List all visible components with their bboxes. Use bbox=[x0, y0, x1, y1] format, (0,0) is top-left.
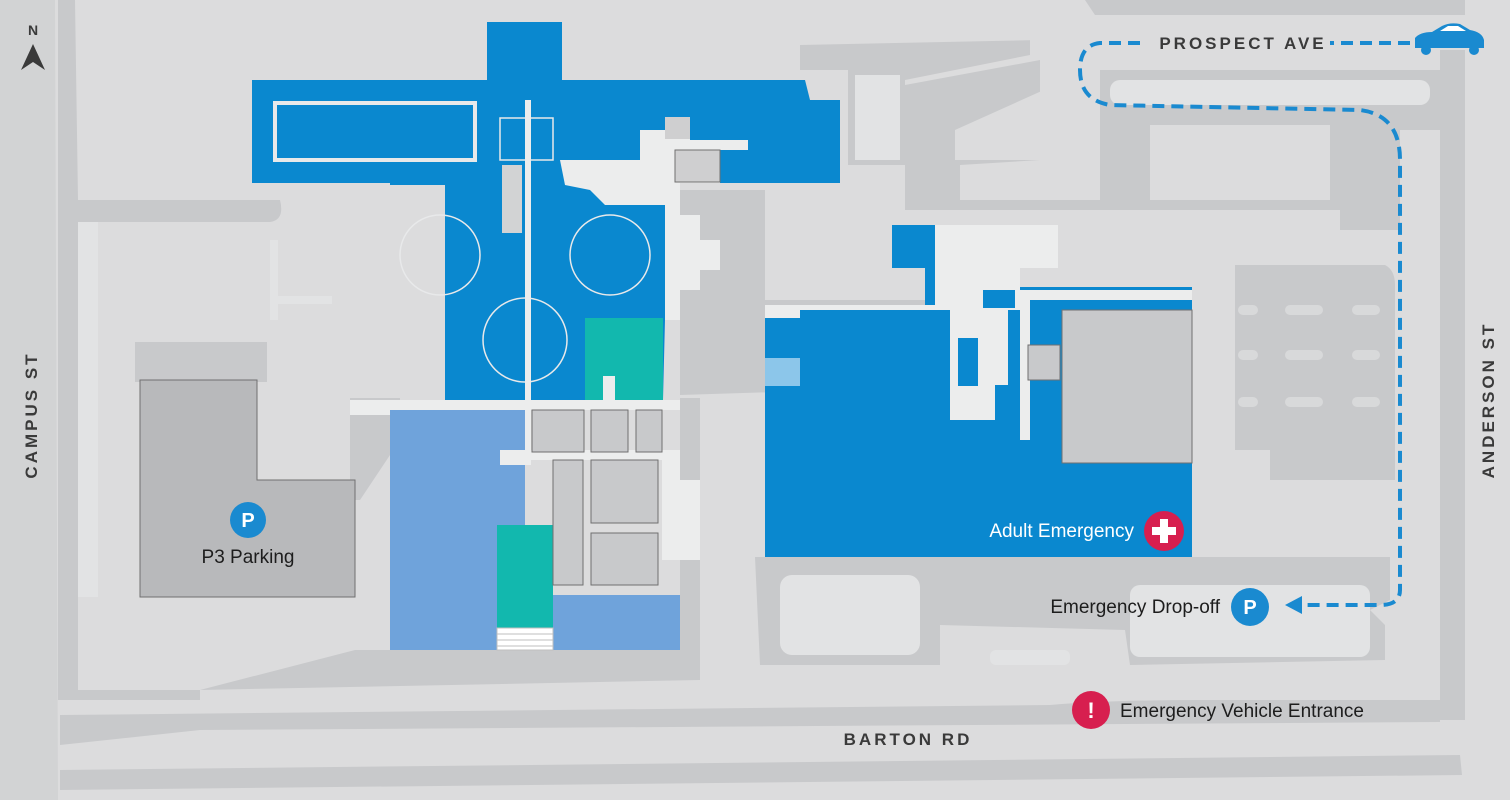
teal-wing-notch bbox=[603, 376, 615, 400]
street-anderson-st: ANDERSON ST bbox=[1479, 322, 1498, 479]
car-icon bbox=[1415, 23, 1484, 55]
stall bbox=[1238, 350, 1258, 360]
stall bbox=[1352, 350, 1380, 360]
east-lot bbox=[1235, 265, 1395, 480]
service-core bbox=[674, 149, 721, 183]
block bbox=[635, 409, 663, 453]
walkway-west-1 bbox=[78, 222, 98, 597]
emergency-core bbox=[1027, 344, 1061, 381]
street-barton-rd: BARTON RD bbox=[844, 730, 973, 749]
alert-icon bbox=[1072, 691, 1110, 729]
south-west-court bbox=[350, 398, 400, 500]
p3-parking-marker[interactable]: P P3 Parking bbox=[202, 502, 295, 568]
prospect-top-road bbox=[1085, 0, 1465, 15]
block bbox=[590, 459, 659, 524]
parking-badge-icon bbox=[230, 502, 266, 538]
walkway-east-1 bbox=[1110, 80, 1430, 105]
walkway-west-3 bbox=[270, 296, 332, 304]
emergency-building bbox=[765, 225, 1193, 557]
route-arrow-icon bbox=[1285, 596, 1302, 614]
emergency-corridor bbox=[765, 225, 1192, 440]
drop-off-route bbox=[1077, 41, 1410, 607]
walkway-south-2 bbox=[990, 650, 1070, 665]
barton-rd-lower bbox=[60, 755, 1462, 790]
walkway-south bbox=[780, 575, 920, 655]
walkways bbox=[78, 75, 1430, 665]
north-arrow-icon bbox=[21, 44, 45, 70]
west-building-complex bbox=[252, 22, 840, 651]
stall bbox=[1285, 397, 1323, 407]
stall bbox=[1352, 397, 1380, 407]
stairs-block bbox=[496, 627, 554, 651]
stall bbox=[1285, 305, 1323, 315]
car-wheel bbox=[1469, 45, 1479, 55]
p3-parking-label: P3 Parking bbox=[202, 547, 295, 568]
adult-emergency-marker[interactable]: Adult Emergency bbox=[989, 511, 1184, 551]
parking-strip bbox=[135, 342, 267, 382]
walkway-north-lot bbox=[855, 75, 900, 160]
street-campus-st: CAMPUS ST bbox=[22, 351, 41, 478]
north-wing-corridor bbox=[273, 101, 477, 162]
compass-label: N bbox=[28, 22, 38, 38]
emergency-block bbox=[983, 290, 1015, 308]
stall bbox=[1238, 397, 1258, 407]
block bbox=[590, 532, 659, 586]
adult-emergency-label: Adult Emergency bbox=[989, 521, 1134, 542]
core-block bbox=[665, 117, 690, 139]
emergency-annex bbox=[1061, 309, 1193, 464]
vehicle-entrance-marker[interactable]: ! Emergency Vehicle Entrance bbox=[1072, 691, 1364, 729]
emergency-bay bbox=[958, 338, 978, 386]
east-ramp bbox=[662, 460, 700, 560]
drop-off-label: Emergency Drop-off bbox=[1050, 597, 1220, 618]
cross-horizontal bbox=[1152, 527, 1176, 535]
block bbox=[552, 459, 584, 586]
north-lot-island-2 bbox=[905, 9, 1040, 85]
courtyard-blocks bbox=[531, 409, 663, 586]
stall bbox=[1285, 350, 1323, 360]
car-body bbox=[1415, 23, 1484, 48]
rotunda bbox=[569, 214, 651, 296]
alert-icon-glyph: ! bbox=[1087, 698, 1094, 723]
car-window bbox=[1440, 26, 1466, 31]
stairs bbox=[496, 627, 554, 651]
stall bbox=[1238, 305, 1258, 315]
parking-structure bbox=[139, 379, 356, 598]
campus-st-road bbox=[0, 0, 58, 800]
anderson-st-road bbox=[1440, 50, 1465, 720]
parking-badge-letter: P bbox=[241, 510, 254, 532]
east-lot-stalls bbox=[1238, 305, 1380, 407]
emergency-window bbox=[765, 358, 800, 386]
car-wheel bbox=[1421, 45, 1431, 55]
north-lot-island bbox=[955, 85, 1055, 160]
emergency-drop-off-marker[interactable]: Emergency Drop-off P bbox=[1050, 588, 1269, 626]
courtyard-base bbox=[200, 398, 700, 690]
stall bbox=[1352, 305, 1380, 315]
spine-corridor bbox=[525, 100, 531, 400]
rotunda bbox=[399, 214, 481, 296]
drop-off-badge-icon bbox=[1231, 588, 1269, 626]
walkway-west-2 bbox=[270, 240, 278, 320]
drop-off-badge-letter: P bbox=[1243, 597, 1256, 619]
block bbox=[531, 409, 585, 453]
compass: N bbox=[21, 22, 45, 70]
street-prospect-ave: PROSPECT AVE bbox=[1159, 34, 1326, 53]
teal-wing bbox=[585, 318, 663, 400]
spine-corridor-2 bbox=[502, 165, 522, 233]
vehicle-entrance-label: Emergency Vehicle Entrance bbox=[1120, 701, 1364, 722]
block bbox=[590, 409, 629, 453]
p3-parking-structure bbox=[135, 342, 356, 598]
south-teal-wing bbox=[497, 525, 553, 628]
